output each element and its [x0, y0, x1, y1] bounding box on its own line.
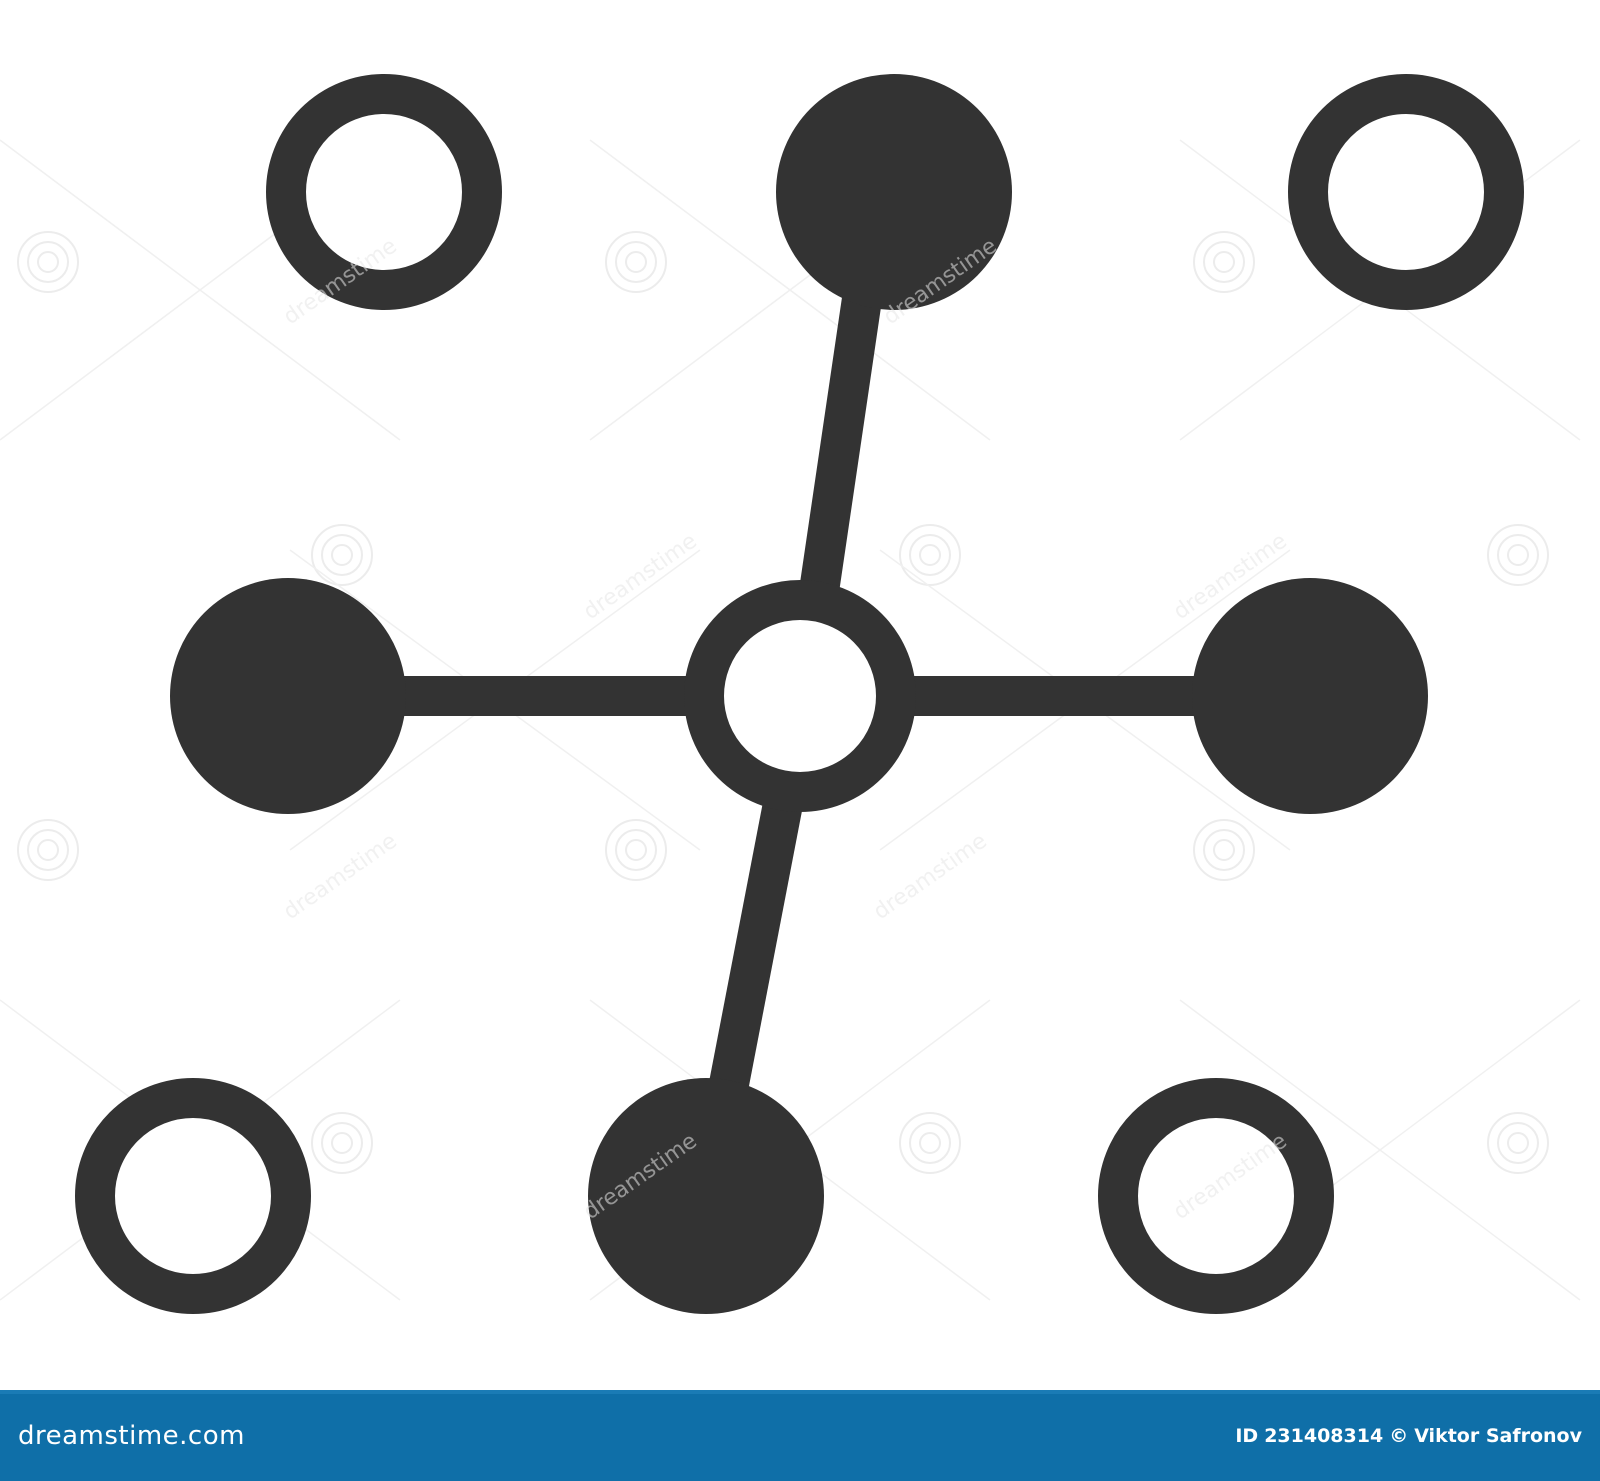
logo-text: dreamstime.com — [18, 1421, 245, 1451]
image-id: 231408314 — [1264, 1425, 1384, 1447]
stock-image-canvas: dreamstime dreamstime dreamstime dreamst… — [0, 74, 1581, 1314]
node-filled-left — [170, 578, 406, 814]
node-hollow-top-left — [266, 74, 502, 310]
watermark-swirl-icon — [17, 231, 1549, 1174]
node-hollow-bottom-right — [1098, 1078, 1334, 1314]
watermark-text: dreamstime — [579, 529, 702, 625]
node-filled-right — [1192, 578, 1428, 814]
hub-ring — [684, 580, 916, 812]
footer-bar: dreamstime.com ID 231408314 © Viktor Saf… — [0, 1390, 1600, 1481]
network-hub-icon: dreamstime dreamstime dreamstime dreamst… — [0, 74, 1581, 1314]
image-credit: ID 231408314 © Viktor Safronov — [1235, 1416, 1582, 1456]
network-icon-body — [75, 74, 1524, 1314]
node-hollow-top-right — [1288, 74, 1524, 310]
watermark-text: dreamstime — [869, 829, 992, 925]
author-name: Viktor Safronov — [1414, 1425, 1582, 1447]
watermark-text: dreamstime — [279, 829, 402, 925]
footer-divider — [0, 1390, 1600, 1394]
copyright-icon: © — [1389, 1425, 1409, 1447]
node-filled-top — [776, 74, 1012, 310]
node-hollow-bottom-left — [75, 1078, 311, 1314]
node-filled-bottom — [588, 1078, 824, 1314]
image-id-label: ID — [1235, 1425, 1259, 1447]
watermark-layer — [0, 139, 1581, 1301]
dreamstime-logo[interactable]: dreamstime.com — [18, 1416, 245, 1456]
